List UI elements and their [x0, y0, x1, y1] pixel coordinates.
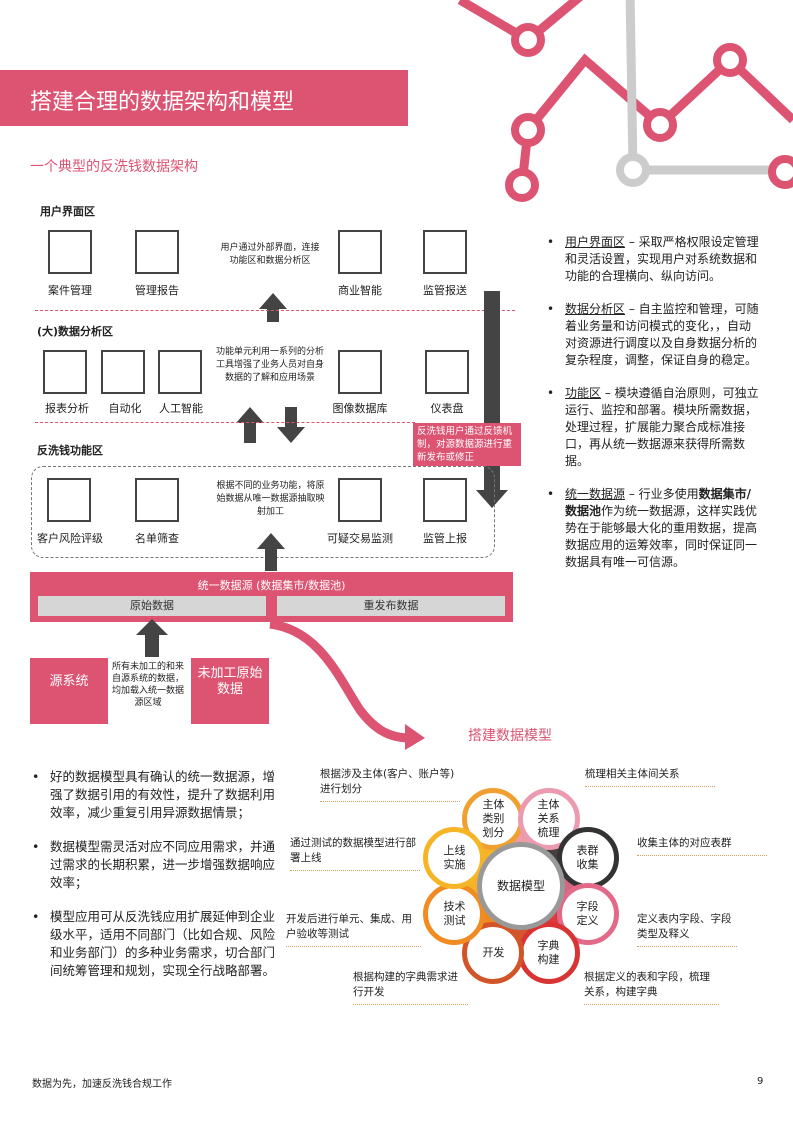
section-title: 一个典型的反洗钱数据架构 — [30, 159, 198, 175]
ui-item: 商业智能 — [338, 284, 382, 297]
risk-chart-icon — [47, 478, 91, 522]
bullet-text: – 行业多使用 — [625, 487, 699, 501]
aml-item: 可疑交易监测 — [327, 532, 393, 545]
robot-arm-icon — [101, 350, 145, 394]
aml-item: 监管上报 — [423, 532, 467, 545]
bullet-bold: 数据集市/数据池 — [565, 487, 752, 518]
bullet-item: 统一数据源 – 行业多使用数据集市/数据池作为统一数据源，这样实践优势在于能够最… — [545, 486, 760, 571]
analysis-note: 功能单元利用一系列的分析工具增强了业务人员对自身数据的了解和应用场景 — [215, 347, 324, 383]
model-annotation: 根据定义的表和字段，梳理关系，构建字典 — [584, 970, 719, 1005]
model-step: 主体关系梳理 — [517, 788, 580, 851]
bullet-text: 作为统一数据源，这样实践优势在于能够最大化的重用数据，提高数据应用的运筹效率，同… — [565, 504, 758, 569]
arrow-shaft — [265, 549, 277, 571]
raw-data-box: 原始数据 — [38, 596, 266, 616]
left-bullet-list: 好的数据模型具有确认的统一数据源，增强了数据引用的有效性，提升了数据利用效率，减… — [30, 768, 280, 996]
arrow-down-icon — [476, 490, 508, 508]
ui-item: 管理报告 — [135, 284, 179, 297]
model-annotation: 根据涉及主体(客户、账户等)进行划分 — [320, 767, 460, 802]
model-annotation: 通过测试的数据模型进行部署上线 — [290, 836, 420, 871]
bullet-item: 用户界面区 – 采取严格权限设定管理和灵活设置，实现用户对系统数据和功能的合理横… — [545, 234, 760, 285]
divider — [35, 422, 415, 423]
arrow-up-icon — [257, 533, 285, 549]
curved-arrow-icon — [269, 620, 425, 750]
ui-item: 监管报送 — [423, 284, 467, 297]
analysis-item: 报表分析 — [45, 402, 89, 415]
gauge-icon — [425, 350, 469, 394]
bullet-term: 功能区 — [565, 386, 602, 400]
model-annotation: 收集主体的对应表群 — [637, 836, 767, 856]
bullet-item: 功能区 – 模块遵循自治原则，可独立运行、监控和部署。模块所需数据，处理过程，扩… — [545, 385, 760, 470]
bullet-item: 数据分析区 – 自主监控和管理，可随着业务量和访问模式的变化，，自动对资源进行调… — [545, 301, 760, 369]
unified-data-source: 统一数据源 (数据集市/数据池) 原始数据 重发布数据 — [30, 572, 513, 622]
arrow-up-icon — [259, 293, 287, 309]
model-title: 搭建数据模型 — [468, 728, 552, 744]
arrow-up-icon — [236, 407, 264, 423]
model-center: 数据模型 — [477, 842, 565, 930]
zone-title-ui: 用户界面区 — [40, 205, 95, 218]
feedback-note: 反洗钱用户通过反馈机制，对源数据源进行重新发布或修正 — [413, 423, 521, 466]
model-step: 技术测试 — [423, 882, 486, 945]
mobile-icon — [338, 230, 382, 274]
analysis-item: 自动化 — [108, 402, 142, 415]
bullet-item: 数据模型需灵活对应不同应用需求，并通过需求的长期积累，进一步增强数据响应效率； — [30, 838, 280, 892]
bullet-term: 数据分析区 — [565, 302, 626, 316]
bullet-term: 用户界面区 — [565, 235, 626, 249]
newspaper-icon — [135, 230, 179, 274]
brain-icon — [158, 350, 202, 394]
bullet-term: 统一数据源 — [565, 487, 626, 501]
decorative-network-graphic — [457, 0, 793, 202]
bar-chart-icon — [43, 350, 87, 394]
bullet-text: – 自主监控和管理，可随着业务量和访问模式的变化，，自动对资源进行调度以及自身数… — [565, 302, 759, 367]
screening-person-icon — [135, 478, 179, 522]
aml-item: 名单筛查 — [135, 532, 179, 545]
ui-item: 案件管理 — [48, 284, 92, 297]
bullet-text: – 模块遵循自治原则，可独立运行、监控和部署。模块所需数据，处理过程，扩展能力聚… — [565, 386, 759, 468]
aml-item: 客户风险评级 — [37, 532, 103, 545]
divider — [35, 310, 515, 311]
load-note: 所有未加工的和来自源系统的数据，均加载入统一数据源区域 — [111, 662, 184, 708]
source-system-box: 源系统 — [30, 658, 108, 724]
raw-unprocessed-box: 未加工原始数据 — [191, 658, 269, 724]
zone-title-analysis: (大)数据分析区 — [37, 325, 114, 338]
model-annotation: 梳理相关主体间关系 — [585, 767, 715, 787]
right-bullet-list: 用户界面区 – 采取严格权限设定管理和灵活设置，实现用户对系统数据和功能的合理横… — [545, 234, 760, 587]
arrow-shaft — [267, 309, 279, 322]
ui-note: 用户通过外部界面，连接功能区和数据分析区 — [220, 243, 320, 266]
analysis-item: 人工智能 — [159, 402, 203, 415]
bullet-item: 模型应用可从反洗钱应用扩展延伸到企业级水平，适用不同部门（比如合规、风险和业务部… — [30, 908, 280, 980]
chat-icon — [423, 230, 467, 274]
arrow-up-icon — [136, 619, 168, 635]
arrow-down-icon — [277, 427, 305, 443]
model-step: 字典构建 — [517, 921, 580, 984]
model-annotation: 开发后进行单元、集成、用户验收等测试 — [286, 912, 421, 947]
model-step: 开发 — [462, 921, 525, 984]
analysis-item: 仪表盘 — [430, 402, 464, 415]
model-step: 字段定义 — [556, 882, 619, 945]
model-step: 上线实施 — [423, 827, 486, 890]
model-annotation: 根据构建的字典需求进行开发 — [353, 970, 468, 1005]
unified-source-title: 统一数据源 (数据集市/数据池) — [197, 579, 346, 592]
arrow-shaft — [145, 635, 159, 657]
bullet-item: 好的数据模型具有确认的统一数据源，增强了数据引用的有效性，提升了数据利用效率，减… — [30, 768, 280, 822]
bullet-text: – 采取严格权限设定管理和灵活设置，实现用户对系统数据和功能的合理横向、纵向访问… — [565, 235, 759, 283]
analysis-item: 图像数据库 — [332, 402, 388, 415]
page-number: 9 — [757, 1076, 764, 1087]
zone-title-aml: 反洗钱功能区 — [37, 444, 103, 457]
image-icon — [338, 350, 382, 394]
folder-icon — [48, 230, 92, 274]
republished-data-box: 重发布数据 — [277, 596, 505, 616]
eye-icon — [338, 478, 382, 522]
model-step: 表群收集 — [556, 827, 619, 890]
model-step: 主体类别划分 — [462, 788, 525, 851]
aml-note: 根据不同的业务功能，将原始数据从唯一数据源抽取映射加工 — [216, 481, 325, 517]
aml-zone-box — [31, 466, 495, 558]
arrow-shaft — [285, 407, 297, 427]
hierarchy-icon — [423, 478, 467, 522]
footer-text: 数据为先，加速反洗钱合规工作 — [32, 1079, 172, 1090]
model-annotation: 定义表内字段、字段类型及释义 — [637, 912, 737, 947]
arrow-shaft — [244, 423, 256, 443]
page-header: 搭建合理的数据架构和模型 — [0, 70, 408, 126]
